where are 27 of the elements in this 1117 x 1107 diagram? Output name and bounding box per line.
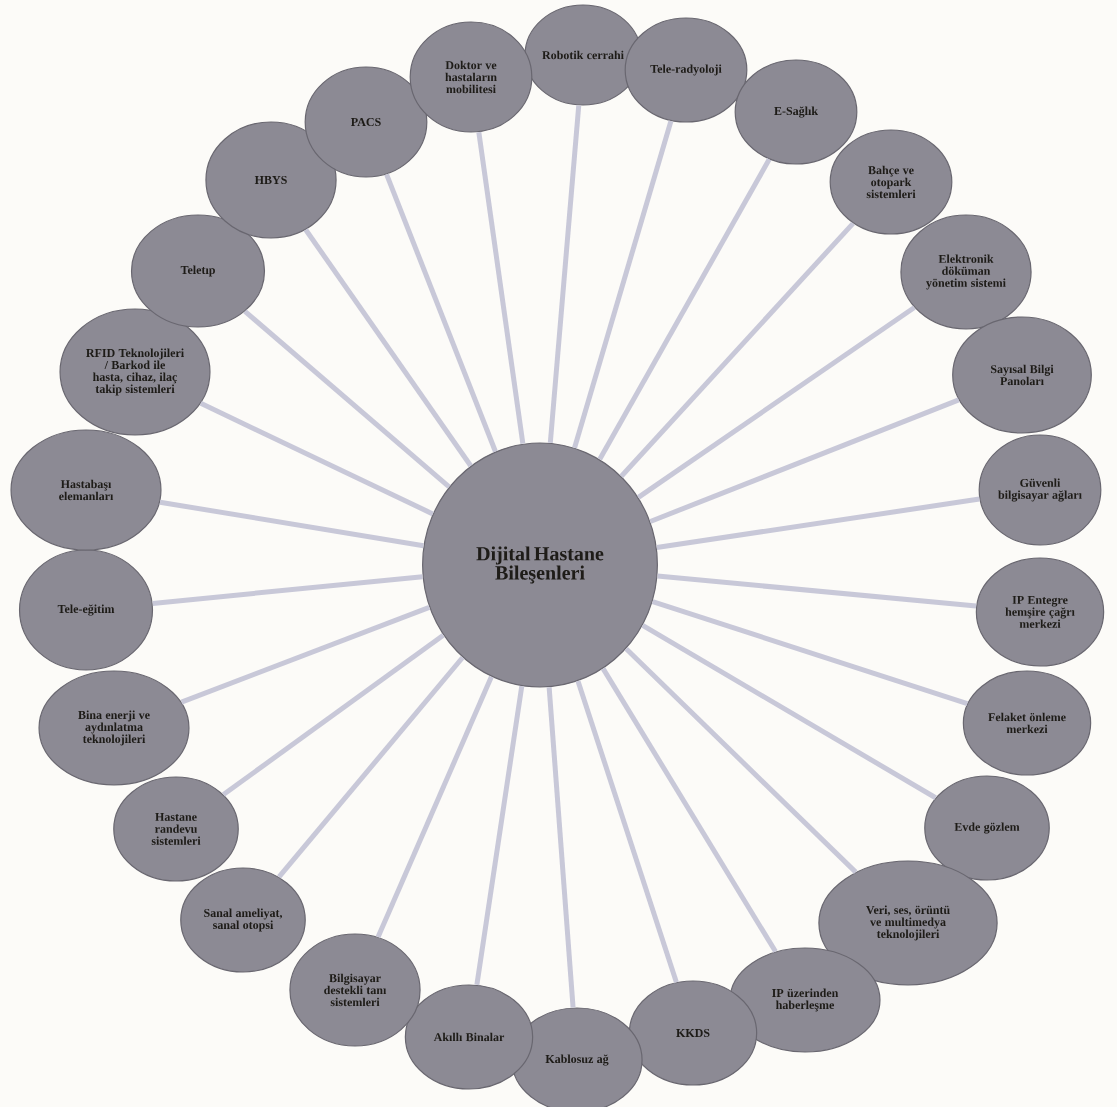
connector-line [656, 496, 980, 550]
connector-line [600, 667, 778, 953]
connector-line [546, 687, 576, 1008]
connector-line [572, 120, 674, 449]
connector-line [597, 158, 772, 461]
connector-line [180, 605, 431, 705]
connector-line [159, 499, 424, 549]
connector-line [243, 309, 451, 489]
connector-line [624, 647, 858, 874]
connector-line [384, 173, 498, 453]
connector-line [199, 401, 434, 517]
connector-line [636, 305, 916, 500]
connector-line [641, 623, 937, 800]
connector-line [649, 397, 960, 524]
connector-line [222, 633, 445, 797]
connector-line [277, 655, 465, 879]
connector-line [303, 228, 473, 468]
connector-line [575, 680, 679, 983]
node-label: Kablosuz ağ [545, 1054, 609, 1066]
connector-line [152, 574, 423, 606]
connector-line [657, 573, 977, 609]
connector-line [375, 675, 494, 938]
connector-line [651, 599, 969, 706]
connector-line [476, 131, 526, 445]
connector-line [474, 685, 525, 986]
connector-line [619, 221, 855, 478]
connector-line [547, 105, 582, 444]
